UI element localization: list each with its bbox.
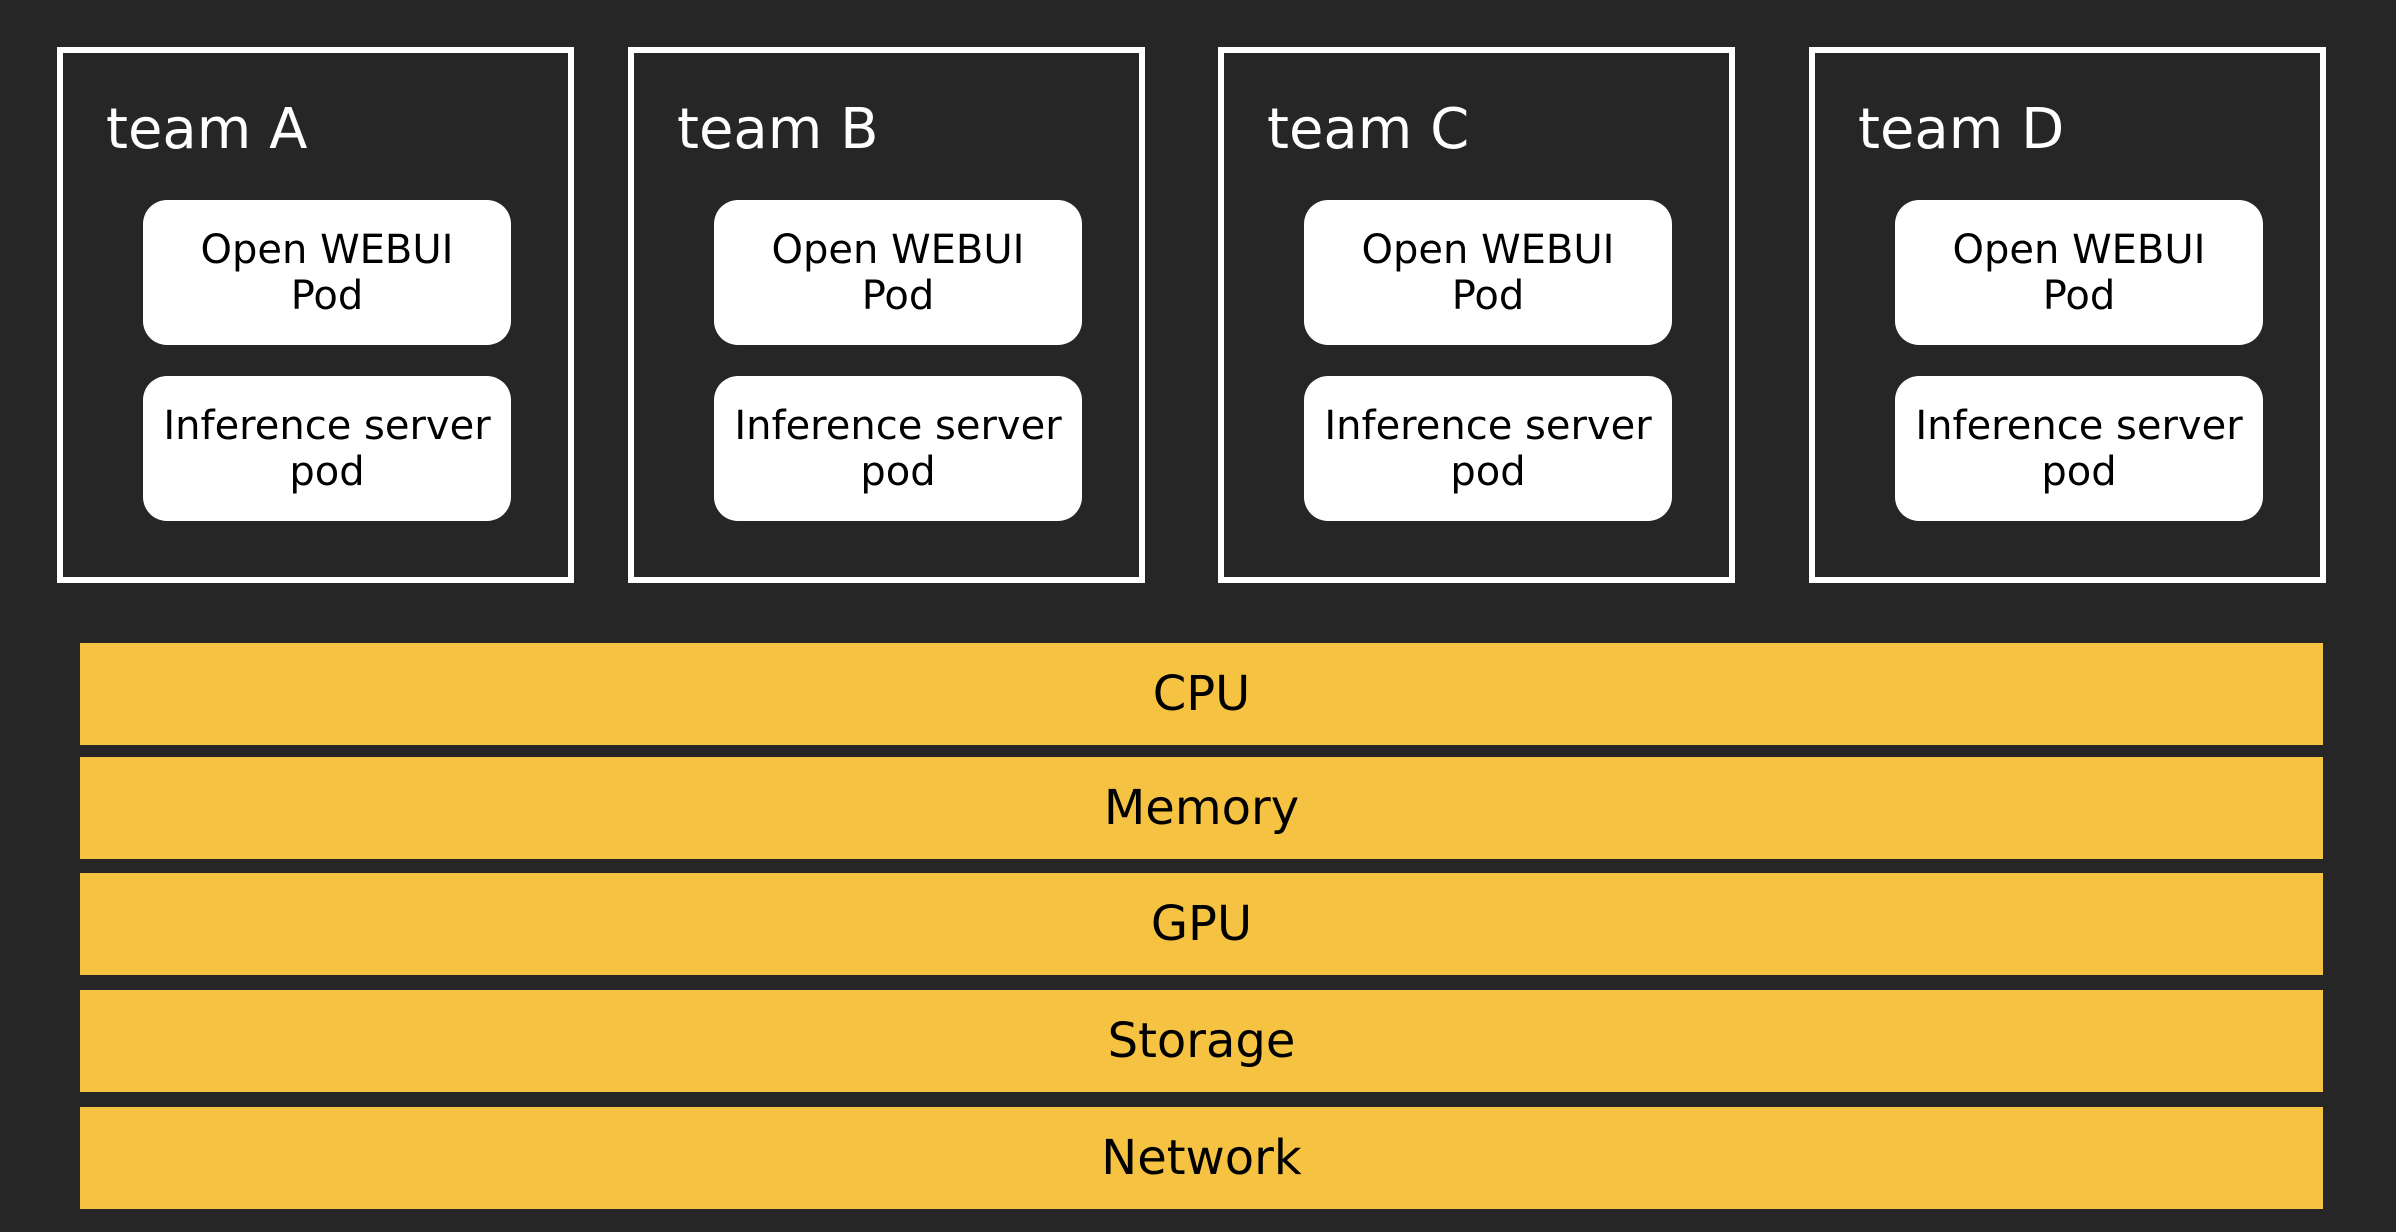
- team-b-box: team B Open WEBUI Pod Inference server p…: [628, 47, 1145, 583]
- layer-gpu: GPU: [80, 873, 2323, 975]
- team-title: team B: [677, 97, 879, 162]
- pod-label-line-2: Pod: [2042, 272, 2116, 319]
- inference-server-pod: Inference server pod: [143, 376, 511, 521]
- pod-label-line-2: pod: [289, 448, 365, 495]
- pod-label-line-2: Pod: [290, 272, 364, 319]
- pod-label-line-1: Inference server: [1915, 402, 2243, 449]
- inference-server-pod: Inference server pod: [714, 376, 1082, 521]
- pod-label-line-2: pod: [860, 448, 936, 495]
- layer-cpu: CPU: [80, 643, 2323, 745]
- layer-storage: Storage: [80, 990, 2323, 1092]
- pod-label-line-1: Open WEBUI: [1952, 226, 2206, 273]
- pod-label-line-2: pod: [2041, 448, 2117, 495]
- open-webui-pod: Open WEBUI Pod: [714, 200, 1082, 345]
- team-title: team D: [1858, 97, 2065, 162]
- pod-label-line-2: Pod: [1451, 272, 1525, 319]
- open-webui-pod: Open WEBUI Pod: [1895, 200, 2263, 345]
- team-a-box: team A Open WEBUI Pod Inference server p…: [57, 47, 574, 583]
- open-webui-pod: Open WEBUI Pod: [1304, 200, 1672, 345]
- inference-server-pod: Inference server pod: [1895, 376, 2263, 521]
- pod-label-line-2: Pod: [861, 272, 935, 319]
- pod-label-line-1: Inference server: [1324, 402, 1652, 449]
- layer-memory: Memory: [80, 757, 2323, 859]
- inference-server-pod: Inference server pod: [1304, 376, 1672, 521]
- team-title: team C: [1267, 97, 1470, 162]
- open-webui-pod: Open WEBUI Pod: [143, 200, 511, 345]
- pod-label-line-1: Inference server: [163, 402, 491, 449]
- layer-network: Network: [80, 1107, 2323, 1209]
- team-d-box: team D Open WEBUI Pod Inference server p…: [1809, 47, 2326, 583]
- pod-label-line-1: Open WEBUI: [1361, 226, 1615, 273]
- pod-label-line-1: Inference server: [734, 402, 1062, 449]
- team-c-box: team C Open WEBUI Pod Inference server p…: [1218, 47, 1735, 583]
- pod-label-line-1: Open WEBUI: [200, 226, 454, 273]
- team-title: team A: [106, 97, 308, 162]
- pod-label-line-2: pod: [1450, 448, 1526, 495]
- pod-label-line-1: Open WEBUI: [771, 226, 1025, 273]
